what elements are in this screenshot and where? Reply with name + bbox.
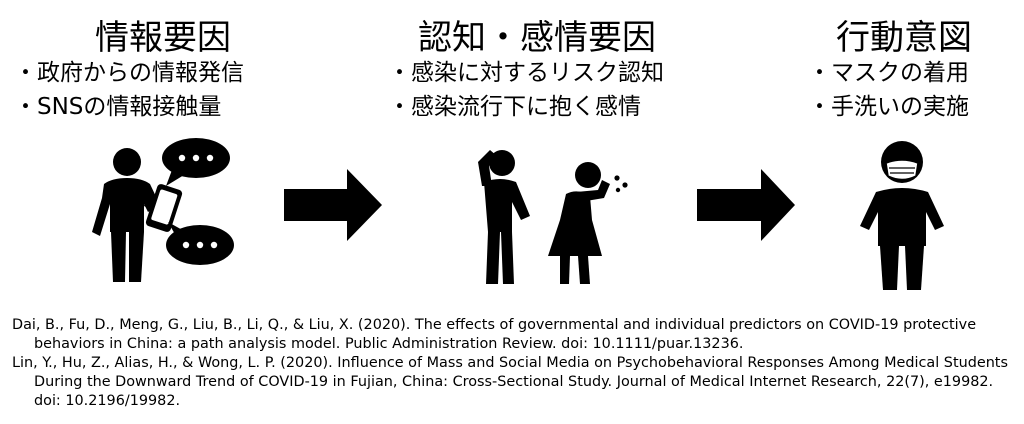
bullet-item: ・感染流行下に抱く感情	[388, 94, 641, 120]
stage-title-behavioral-intention: 行動意図	[836, 18, 972, 58]
bullet-item: ・SNSの情報接触量	[14, 94, 222, 120]
person-wearing-mask-icon	[860, 141, 944, 290]
coughing-person-icon	[548, 162, 628, 284]
bullet-list-information: ・政府からの情報発信 ・SNSの情報接触量	[14, 56, 244, 124]
bullet-item: ・マスクの着用	[808, 60, 969, 86]
right-arrow-icon	[284, 169, 382, 241]
bullet-item: ・政府からの情報発信	[14, 60, 244, 86]
reference-entry: Dai, B., Fu, D., Meng, G., Liu, B., Li, …	[12, 317, 977, 352]
bullet-list-behavioral-intention: ・マスクの着用 ・手洗いの実施	[808, 56, 969, 124]
references: Dai, B., Fu, D., Meng, G., Liu, B., Li, …	[12, 316, 1017, 411]
stage-title-information: 情報要因	[95, 18, 231, 58]
speech-bubble-icon	[166, 222, 234, 265]
bullet-list-cognitive-emotional: ・感染に対するリスク認知 ・感染流行下に抱く感情	[388, 56, 664, 124]
bullet-item: ・感染に対するリスク認知	[388, 60, 664, 86]
smartphone-icon	[145, 184, 183, 232]
worried-person-icon	[478, 150, 530, 284]
reference-entry: Lin, Y., Hu, Z., Alias, H., & Wong, L. P…	[12, 355, 1008, 409]
bullet-item: ・手洗いの実施	[808, 94, 969, 120]
stage-title-cognitive-emotional: 認知・感情要因	[418, 18, 656, 58]
person-with-smartphone-icon	[92, 148, 183, 282]
right-arrow-icon	[697, 169, 795, 241]
speech-bubble-icon	[162, 138, 230, 186]
